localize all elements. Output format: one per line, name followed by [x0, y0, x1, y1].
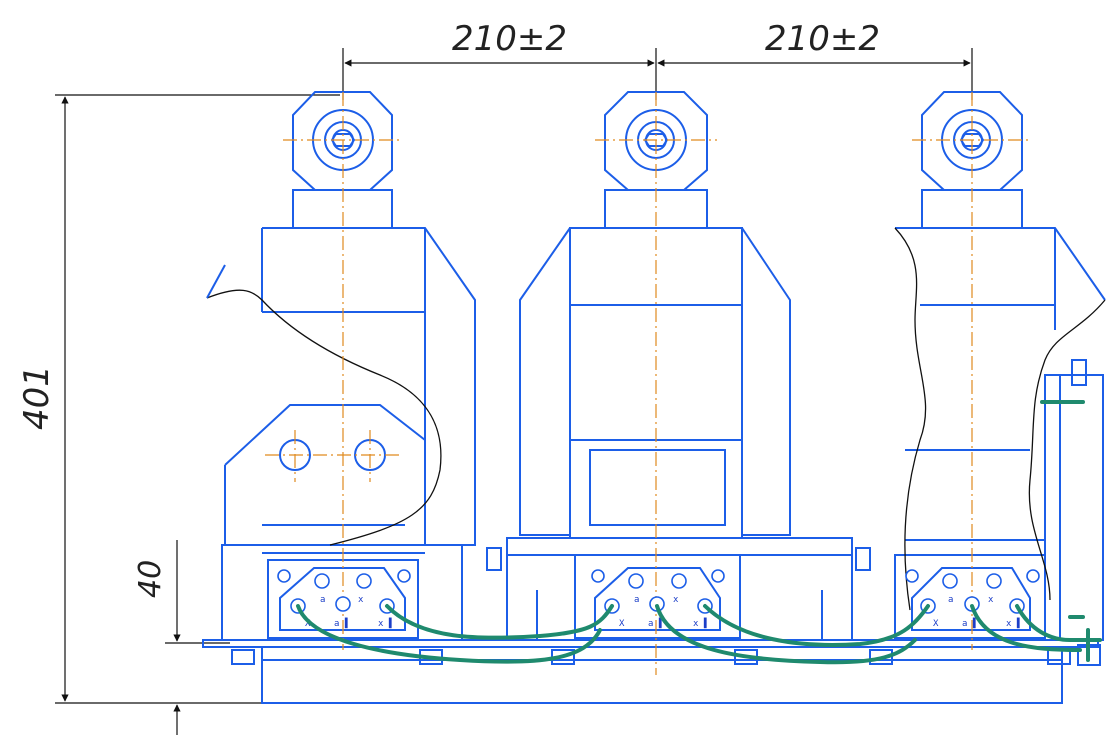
- mark-middle-x: x: [673, 595, 679, 605]
- stud-right-3: [986, 573, 1002, 589]
- mark-right-a: a: [948, 595, 953, 605]
- base-channel: [261, 646, 1063, 704]
- base-box-middle: [506, 537, 853, 641]
- terminal-markings: a x X a ▌ x ▌ a x X a ▌ x ▌ a x X a ▌ x …: [305, 595, 1022, 629]
- base-height-label: 40: [133, 560, 168, 598]
- mark-left-a: a: [320, 595, 325, 605]
- terminal-box-middle: [574, 554, 741, 639]
- dimension-lines: [55, 48, 973, 735]
- stud-middle-3: [671, 573, 687, 589]
- stud-left-3: [356, 573, 372, 589]
- body-top-right: [895, 227, 1106, 301]
- stud-left-1: [277, 569, 291, 583]
- terminal-box-right: [894, 554, 1046, 639]
- mark-left-x-marked: x ▌: [378, 617, 394, 629]
- transformer-left: [221, 91, 476, 641]
- mark-left-X: X: [305, 619, 311, 629]
- section-break-line-right-right: [1028, 299, 1106, 601]
- mark-right-x: x: [988, 595, 994, 605]
- section-break-line-left: [206, 289, 442, 546]
- mark-right-X: X: [933, 619, 939, 629]
- mark-right-x-marked: x ▌: [1006, 617, 1022, 629]
- mark-middle-a: a: [634, 595, 639, 605]
- bolt-block-left-middle: [486, 547, 502, 571]
- transformer-middle: [486, 91, 871, 641]
- body-wing-right-middle: [741, 227, 791, 536]
- stud-middle-4: [711, 569, 725, 583]
- cable-left-to-middle-lower: [296, 604, 602, 664]
- side-panel-cap-right: [1071, 359, 1087, 386]
- cable-right-to-panel-upper: [1015, 604, 1102, 642]
- stud-left-4: [397, 569, 411, 583]
- mounting-plate: [202, 639, 1099, 648]
- stud-middle-2: [628, 573, 644, 589]
- centerlines: [265, 92, 1032, 675]
- stud-left-6: [335, 596, 351, 612]
- stud-right-4: [1026, 569, 1040, 583]
- mark-left-x: x: [358, 595, 364, 605]
- cable-left-to-middle-upper: [385, 604, 614, 640]
- transformer-right: [894, 91, 1106, 641]
- terminal-plate-right: [911, 567, 1031, 631]
- mark-middle-a-marked: a ▌: [648, 617, 664, 629]
- foot-1: [231, 649, 255, 665]
- bolt-block-right-middle: [855, 547, 871, 571]
- side-panel-right: [1044, 374, 1104, 641]
- wiring-cables: [296, 400, 1102, 665]
- body-wing-left-middle: [519, 227, 571, 536]
- section-break-line-right-left: [894, 227, 927, 611]
- stud-left-2: [314, 573, 330, 589]
- mark-middle-X: X: [619, 619, 625, 629]
- pitch-dimension-left-label: 210±2: [452, 19, 567, 59]
- foot-6: [1047, 649, 1071, 665]
- base-frame: [202, 639, 1101, 704]
- nameplate-middle: [589, 449, 726, 526]
- stud-middle-1: [591, 569, 605, 583]
- stud-right-2: [942, 573, 958, 589]
- mark-left-a-marked: a ▌: [334, 617, 350, 629]
- overall-height-label: 401: [17, 365, 57, 430]
- mark-middle-x-marked: x ▌: [693, 617, 709, 629]
- pitch-dimension-right-label: 210±2: [765, 19, 880, 59]
- cable-right-to-panel-lower: [970, 604, 1082, 652]
- stud-right-1: [905, 569, 919, 583]
- terminal-plate-middle: [594, 567, 721, 631]
- cable-middle-to-right-upper: [703, 604, 930, 647]
- body-upper-left: [262, 227, 476, 546]
- cable-middle-to-right-lower: [655, 604, 917, 665]
- mark-right-a-marked: a ▌: [962, 617, 978, 629]
- terminal-plate-left: [279, 567, 406, 631]
- break-line-top-left: [206, 264, 226, 299]
